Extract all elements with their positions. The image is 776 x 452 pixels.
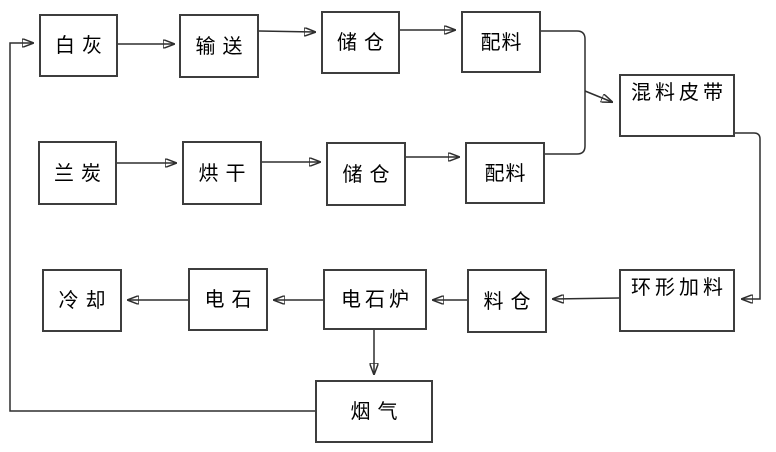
node-flue-gas: 烟气 — [315, 380, 433, 443]
edge-conveying-to-storage-bin-1 — [258, 31, 315, 32]
node-storage-bin-2-label: 储仓 — [342, 161, 397, 186]
node-batching-1: 配料 — [461, 11, 541, 73]
node-material-bin: 料仓 — [467, 269, 547, 333]
node-flue-gas-label: 烟气 — [350, 399, 405, 423]
node-white-lime-label: 白灰 — [55, 33, 109, 57]
edge-batching-collector-line — [541, 30, 586, 155]
node-mixing-belt: 混料皮带 — [619, 74, 735, 137]
node-batching-2: 配料 — [465, 142, 545, 204]
node-storage-bin-1: 储仓 — [321, 11, 400, 74]
node-carbide-label: 电石 — [204, 287, 259, 311]
node-carbide: 电石 — [188, 268, 268, 331]
node-drying-label: 烘干 — [198, 160, 253, 185]
node-storage-bin-1-label: 储仓 — [337, 30, 391, 54]
node-mixing-belt-label: 混料皮带 — [631, 80, 727, 104]
node-batching-2-label: 配料 — [484, 160, 527, 185]
node-carbide-furnace-label: 电石炉 — [341, 287, 413, 311]
node-semi-coke-label: 兰炭 — [54, 160, 108, 185]
node-cooling: 冷却 — [42, 269, 122, 332]
edge-collector-to-mixing-belt — [584, 90, 612, 102]
node-ring-feeder: 环形加料 — [619, 269, 735, 332]
node-conveying-label: 输送 — [195, 33, 250, 58]
node-drying: 烘干 — [182, 141, 262, 205]
node-cooling-label: 冷却 — [58, 288, 113, 312]
node-material-bin-label: 料仓 — [483, 288, 538, 313]
node-ring-feeder-label: 环形加料 — [631, 275, 727, 299]
node-white-lime: 白灰 — [39, 14, 118, 77]
node-batching-1-label: 配料 — [480, 29, 523, 54]
node-conveying: 输送 — [179, 14, 259, 78]
node-semi-coke: 兰炭 — [38, 141, 117, 205]
edge-ring-feeder-to-material-bin — [553, 298, 620, 299]
edge-flue-gas-to-white-lime — [9, 43, 315, 412]
node-carbide-furnace: 电石炉 — [323, 269, 427, 330]
node-storage-bin-2: 储仓 — [326, 142, 406, 206]
edge-mixing-belt-to-ring-feeder — [735, 132, 761, 299]
